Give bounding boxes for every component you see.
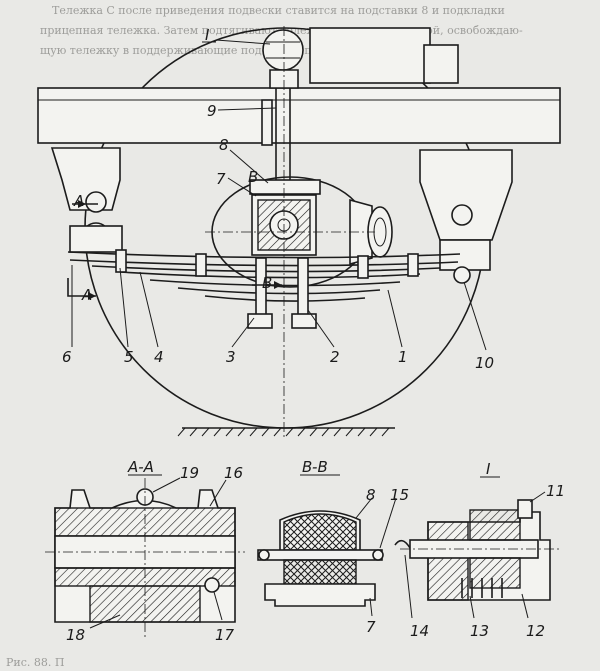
section-a-a: A-A 19 16 18 17 (45, 458, 245, 644)
frame-beam (37, 87, 561, 144)
label-16: 16 (224, 464, 243, 482)
footer-caption: Рис. 88. П (6, 656, 64, 669)
label-7b: 7 (366, 618, 376, 636)
section-b-b: B-B 8 15 7 (257, 458, 409, 636)
label-4: 4 (154, 348, 164, 366)
label-15: 15 (390, 486, 409, 504)
bracket-box (309, 27, 431, 84)
label-A-arrow: A (81, 286, 92, 304)
svg-text:Тележка С после приведения под: Тележка С после приведения подвески став… (52, 4, 505, 17)
label-7: 7 (216, 170, 226, 188)
label-8b: 8 (366, 486, 376, 504)
label-I: I (205, 26, 210, 44)
section-a-a-title: A-A (127, 458, 154, 476)
label-12: 12 (526, 622, 545, 640)
label-9: 9 (207, 102, 217, 120)
label-10: 10 (475, 354, 494, 372)
label-B-top: B (248, 168, 258, 186)
label-3: 3 (226, 348, 236, 366)
label-14: 14 (410, 622, 429, 640)
label-1: 1 (398, 348, 408, 366)
label-11: 11 (546, 482, 565, 500)
main-view-labels: I 9 8 7 B A A B 6 5 4 3 2 1 10 (62, 26, 494, 372)
label-A-top: A (73, 192, 84, 210)
label-8: 8 (219, 136, 229, 154)
label-5: 5 (124, 348, 134, 366)
right-bracket (419, 149, 513, 241)
label-19: 19 (180, 464, 199, 482)
section-b-b-title: B-B (302, 458, 328, 476)
label-18: 18 (66, 626, 85, 644)
detail-I-title: I (486, 460, 491, 478)
label-2: 2 (330, 348, 340, 366)
main-view (37, 26, 561, 440)
label-13: 13 (470, 622, 489, 640)
label-6: 6 (62, 348, 72, 366)
detail-I: I 11 14 13 12 (394, 460, 565, 640)
clamp-nut (262, 29, 304, 71)
label-17: 17 (215, 626, 235, 644)
label-B-arrow: B (262, 274, 272, 292)
rubber-block (283, 513, 357, 551)
